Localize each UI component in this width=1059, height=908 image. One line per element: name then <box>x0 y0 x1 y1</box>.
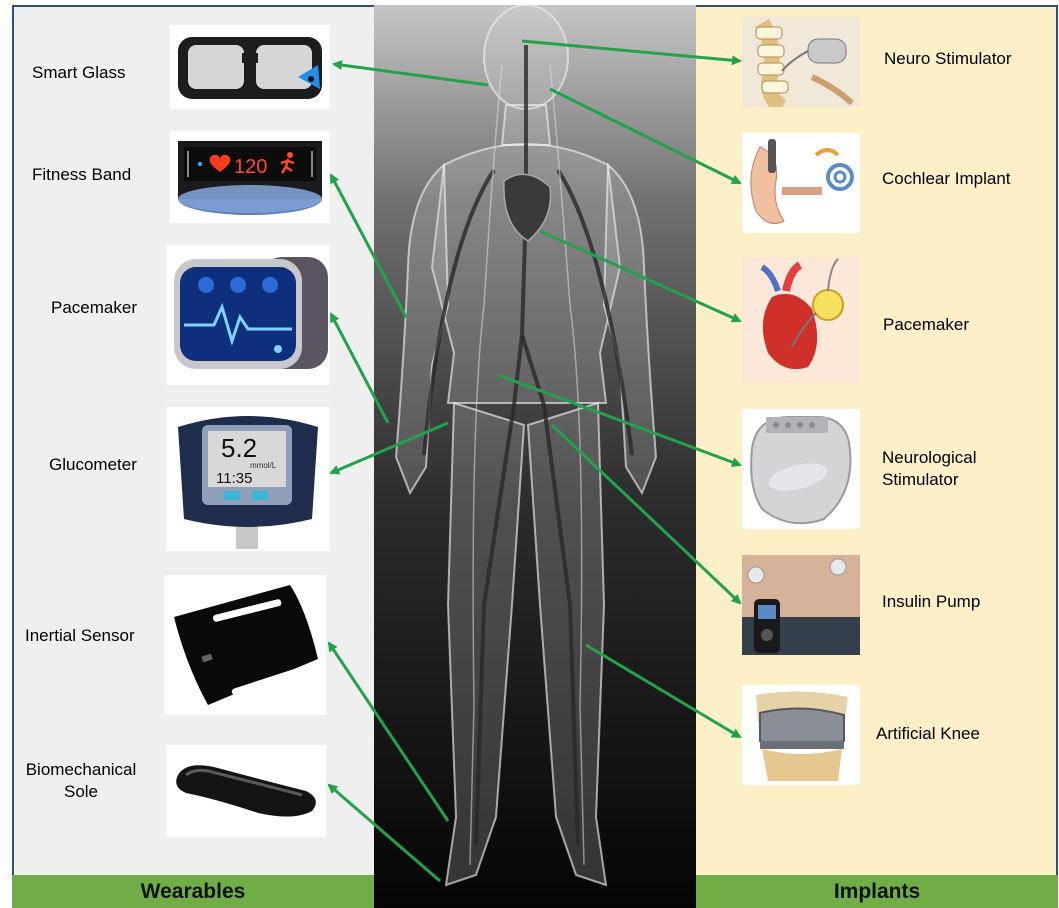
label-line: Sole <box>64 782 98 801</box>
implants-heading: Implants <box>696 875 1058 908</box>
glucometer-reading: 5.2 <box>221 433 257 463</box>
implant-label-neuro-stimulator: Neuro Stimulator <box>884 48 1012 70</box>
implant-label-pacemaker: Pacemaker <box>883 314 969 336</box>
spine-stimulator-icon <box>742 17 860 107</box>
smart-glass-icon <box>170 25 330 109</box>
label-line: Stimulator <box>882 470 959 489</box>
wearable-label-smart-glass: Smart Glass <box>32 62 126 84</box>
label-line: Biomechanical <box>26 760 137 779</box>
heart-pacemaker-icon <box>742 257 860 383</box>
human-body-figure <box>374 5 696 908</box>
insulin-pump-icon <box>742 555 860 655</box>
inertial-sensor-icon <box>164 575 326 715</box>
label-line: Neurological <box>882 448 977 467</box>
implant-label-artificial-knee: Artificial Knee <box>876 723 980 745</box>
smartwatch-icon <box>166 245 330 385</box>
stimulator-device-icon <box>742 409 860 529</box>
human-body-panel <box>374 5 696 908</box>
glucometer-icon: 5.2 mmol/L 11:35 <box>166 407 330 551</box>
wearable-label-glucometer: Glucometer <box>49 454 137 476</box>
fitness-band-reading: 120 <box>234 156 267 178</box>
implant-label-neurological-stimulator: Neurological Stimulator <box>882 447 977 491</box>
implants-panel: Neuro Stimulator Cochlear Implant Pacema… <box>696 5 1058 875</box>
wearables-heading: Wearables <box>12 875 374 908</box>
wearable-label-pacemaker: Pacemaker <box>51 297 137 319</box>
insole-icon <box>166 745 326 837</box>
glucometer-time: 11:35 <box>216 470 252 487</box>
wearable-label-biomechanical-sole: Biomechanical Sole <box>22 759 140 803</box>
implant-label-cochlear-implant: Cochlear Implant <box>882 168 1011 190</box>
fitness-band-icon: 120 <box>170 131 330 223</box>
knee-implant-icon <box>742 685 860 785</box>
wearables-panel: Smart Glass Fitness Band Pacemaker Gluco… <box>12 5 374 875</box>
implant-label-insulin-pump: Insulin Pump <box>882 591 980 613</box>
glucometer-unit: mmol/L <box>250 461 277 470</box>
ear-implant-icon <box>742 133 860 233</box>
wearable-label-fitness-band: Fitness Band <box>32 164 131 186</box>
diagram-frame: Smart Glass Fitness Band Pacemaker Gluco… <box>12 5 1058 908</box>
wearable-label-inertial-sensor: Inertial Sensor <box>25 625 135 647</box>
